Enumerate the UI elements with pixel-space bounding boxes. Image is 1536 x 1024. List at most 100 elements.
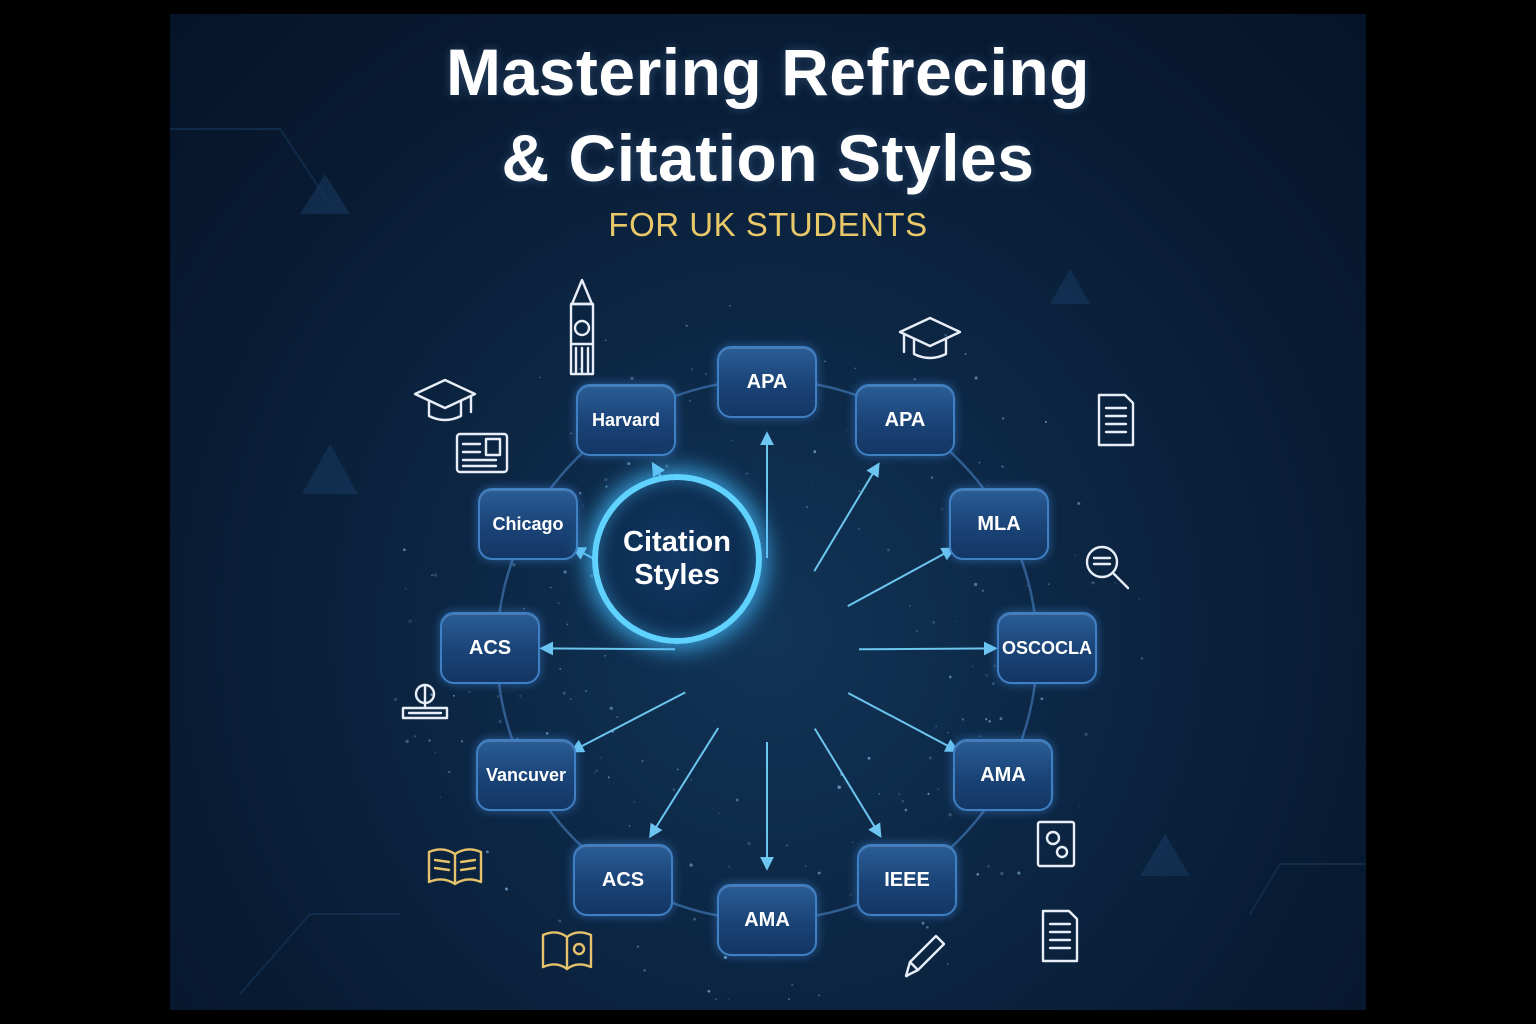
arrow-to-apa (813, 462, 880, 572)
star-particle (992, 682, 995, 685)
page-title-line-2: & Citation Styles (501, 121, 1035, 195)
star-particle (1001, 465, 1004, 468)
bg-triangle (1140, 834, 1190, 876)
star-particle (772, 956, 775, 959)
microscope-icon (401, 683, 449, 720)
star-particle (961, 718, 965, 721)
star-particle (512, 563, 516, 567)
style-node-chicago: Chicago (478, 488, 578, 560)
star-particle (584, 689, 588, 693)
star-particle (944, 333, 948, 337)
document-icon (1097, 393, 1135, 447)
arrow-to-oscocla (858, 641, 998, 656)
style-node-acs: ACS (573, 844, 673, 916)
star-particle (851, 841, 854, 844)
star-particle (405, 739, 409, 744)
star-particle (817, 871, 821, 875)
star-particle (505, 887, 508, 891)
star-particle (887, 548, 890, 552)
star-particle (964, 353, 967, 356)
star-particle (818, 994, 821, 997)
star-particle (813, 450, 817, 454)
style-node-ieee: IEEE (857, 844, 957, 916)
citation-diagram (401, 278, 1135, 978)
magnifier-icon (1085, 545, 1130, 590)
star-particle (837, 785, 841, 789)
star-particle (636, 945, 640, 948)
bg-triangle (300, 174, 350, 214)
star-particle (661, 996, 663, 998)
star-particle (452, 694, 455, 697)
star-particle (1000, 871, 1004, 876)
star-particle (633, 800, 636, 803)
bg-triangle (302, 444, 358, 494)
star-particle (858, 490, 861, 493)
star-particle (693, 917, 696, 921)
open-book-icon (427, 848, 483, 886)
star-particle (979, 735, 982, 738)
star-particle (689, 863, 693, 867)
star-particle (1114, 581, 1117, 584)
star-particle (898, 793, 901, 796)
star-particle (1026, 585, 1028, 587)
star-particle (735, 798, 739, 802)
style-node-acs: ACS (440, 612, 540, 684)
infographic-canvas: Mastering Refrecing & Citation Styles FO… (170, 14, 1366, 1010)
star-particle (496, 694, 500, 698)
star-particle (557, 602, 560, 605)
star-particle (954, 620, 957, 622)
star-particle (723, 955, 728, 960)
star-particle (974, 582, 978, 587)
bg-line (170, 128, 331, 205)
style-node-vancuver: Vancuver (476, 739, 576, 811)
star-particle (1077, 501, 1081, 505)
style-node-ama: AMA (953, 739, 1053, 811)
star-particle (485, 850, 489, 854)
star-particle (539, 376, 541, 379)
star-particle (563, 570, 567, 574)
star-particle (845, 429, 848, 431)
star-particle (1084, 732, 1088, 737)
star-particle (878, 792, 881, 795)
star-particle (729, 305, 731, 307)
star-particle (1074, 554, 1076, 556)
star-particle (405, 588, 407, 590)
graduation-cap-icon (898, 316, 962, 360)
star-particle (843, 780, 846, 783)
star-particle (604, 477, 608, 482)
star-particle (811, 482, 814, 485)
star-particle (948, 813, 952, 817)
star-particle (728, 865, 731, 868)
star-particle (562, 691, 566, 695)
star-particle (930, 476, 934, 479)
star-particle (788, 998, 790, 1001)
star-particle (715, 997, 718, 1001)
star-particle (643, 969, 646, 972)
star-particle (1002, 417, 1005, 420)
star-particle (604, 339, 607, 342)
bg-line (1249, 863, 1366, 915)
star-particle (439, 796, 442, 799)
star-particle (1091, 581, 1095, 585)
page-subtitle: FOR UK STUDENTS (608, 206, 928, 243)
star-particle (947, 731, 949, 734)
star-particle (428, 739, 431, 742)
star-particle (460, 740, 463, 743)
star-particle (468, 690, 471, 694)
star-particle (901, 799, 905, 803)
star-particle (824, 360, 826, 363)
style-node-apa: APA (717, 346, 817, 418)
style-node-oscocla: OSCOCLA (997, 612, 1097, 684)
star-particle (685, 324, 688, 327)
star-particle (1017, 871, 1021, 875)
star-particle (690, 779, 692, 781)
star-particle (605, 485, 608, 488)
star-particle (403, 548, 406, 552)
star-particle (641, 759, 644, 763)
page-title-line-1: Mastering Refrecing (446, 35, 1090, 109)
star-particle (413, 735, 417, 738)
citation-styles-hub: Citation Styles (592, 474, 762, 644)
star-particle (926, 926, 929, 929)
star-particle (616, 716, 619, 718)
gear-document-icon (1036, 820, 1076, 868)
